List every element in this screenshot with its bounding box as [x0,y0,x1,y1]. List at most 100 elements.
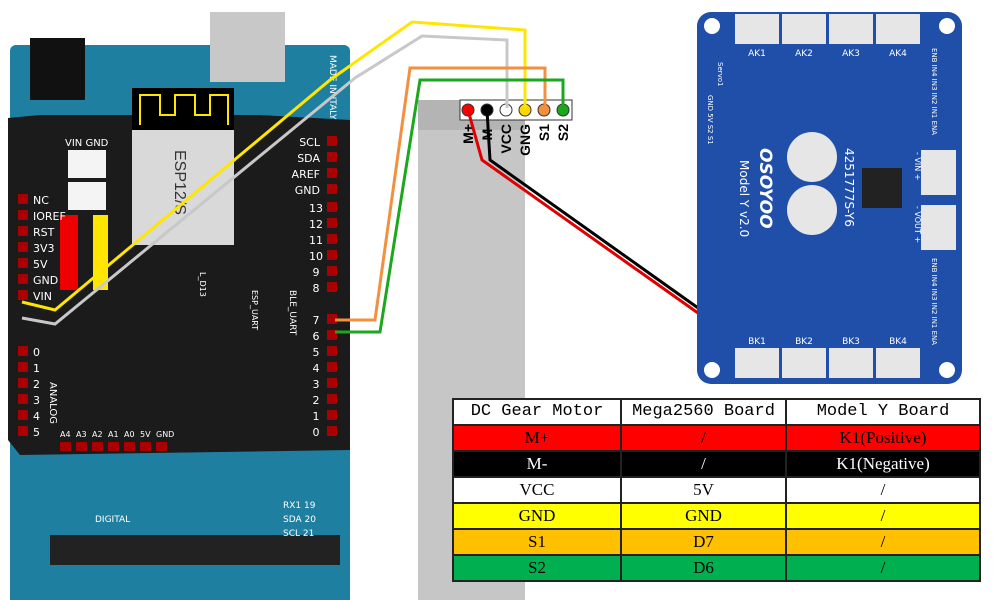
wires [21,20,766,375]
pin-label: VIN [33,290,52,303]
table-cell: S2 [452,554,622,582]
pin-label: 4 [313,362,320,375]
header-pin [18,210,28,220]
header-pin [76,442,87,451]
wire-vcc-white [21,34,509,326]
pin-label: 6 [313,330,320,343]
pin-label: AREF [292,168,320,181]
header-cell: Mega2560 Board [620,398,787,426]
header-pin [18,242,28,252]
servo-label: Servo1 [716,62,724,87]
vin-label: - VIN + [913,152,922,181]
header-pin [327,330,337,340]
header-pin [327,168,337,178]
vout-label: - VOUT + [913,206,922,243]
header-pin [92,442,103,451]
header-pin [327,362,337,372]
pin-label: 5V [140,430,151,439]
pin-label: 8 [313,282,320,295]
pin-label: SCL [299,136,321,149]
pin-label: 4 [33,410,40,423]
mounting-hole [704,18,720,34]
header-pin [327,202,337,212]
header-pin [327,152,337,162]
connector-bk1 [735,348,779,378]
pin-label: 1 [313,410,320,423]
header-pin [108,442,119,451]
pin-label: 5 [33,426,40,439]
header-pin [327,218,337,228]
table-cell: / [620,450,787,478]
header-pin [327,234,337,244]
pin-label: SDA 20 [283,515,316,525]
pin-label: SDA [297,152,320,165]
table-cell: VCC [452,476,622,504]
header-pin [18,258,28,268]
pin-label: A4 [60,430,71,439]
table-cell: M- [452,450,622,478]
pin-label: 9 [313,266,320,279]
table-cell: / [785,554,981,582]
pin-label: 5V [33,258,48,271]
esp12s-label: ESP12/S [171,150,188,215]
connector-bk4 [876,348,920,378]
pin-label: SCL 21 [283,529,314,539]
connector-label: AK4 [889,49,907,59]
power-header-label: VIN GND [65,138,109,149]
motor-pin-label: GNG [517,124,533,156]
table-cell: / [620,424,787,452]
connector-ak2 [782,14,826,44]
header-pin [327,250,337,260]
pin-label: 12 [309,218,323,231]
pin-label: A3 [76,430,87,439]
ble-uart-label: BLE_UART [287,290,297,336]
header-pin [18,362,28,372]
header-cell: DC Gear Motor [452,398,622,426]
connector-label: BK3 [842,337,860,347]
table-cell: D7 [620,528,787,556]
control-pins-label: ENB IN4 IN3 IN2 IN1 ENA [930,48,938,135]
connector-ak1 [735,14,779,44]
pin-label: A1 [108,430,119,439]
made-in-label: MADE IN ITALY [327,55,337,120]
header-pin [327,136,337,146]
table-cell: K1(Positive) [785,424,981,452]
header-pin [140,442,151,451]
table-cell: M+ [452,424,622,452]
header-pin [18,274,28,284]
pin-label: 3V3 [33,242,55,255]
pin-label: 2 [313,394,320,407]
wire-gnd-yellow [21,20,527,312]
connector-ak3 [829,14,873,44]
model-label: Model Y v2.0 [737,160,751,237]
control-pins-label: ENB IN4 IN3 IN2 IN1 ENA [930,258,938,345]
header-pin [327,410,337,420]
header-pin [18,226,28,236]
connector-bk3 [829,348,873,378]
pin-label: 0 [33,346,40,359]
header-pin [156,442,167,451]
header-pin [124,442,135,451]
connector-label: BK4 [889,337,907,347]
pin-label: 7 [313,314,320,327]
pin-label: 1 [33,362,40,375]
table-cell: D6 [620,554,787,582]
connector-bk2 [782,348,826,378]
pin-label: 2 [33,378,40,391]
table-cell: / [785,476,981,504]
connector-label: AK3 [842,49,860,59]
table-row: M+/K1(Positive) [452,424,981,452]
connector-label: BK1 [748,337,766,347]
pin-label: 0 [313,426,320,439]
connector-label: AK1 [748,49,766,59]
pin-label: IOREF [33,210,66,223]
header-pin [327,394,337,404]
header-pin [327,184,337,194]
analog-label: ANALOG [47,382,58,424]
digital-label: DIGITAL [95,515,130,525]
